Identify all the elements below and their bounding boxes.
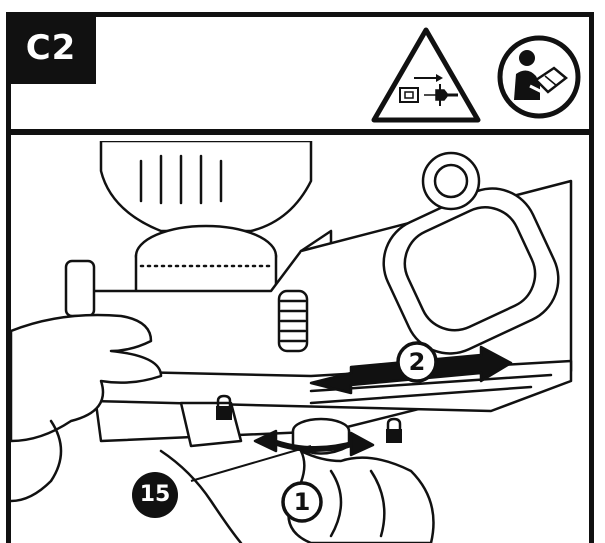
lock-icons [216, 394, 402, 443]
planer-adjustment-illustration [11, 141, 573, 543]
callout-15-label: 15 [139, 482, 171, 507]
panel-header [6, 12, 594, 135]
callout-2-marker [396, 341, 438, 383]
unplug-warning-icon [371, 27, 481, 123]
lock-icon [216, 394, 232, 420]
callout-15-marker [132, 472, 178, 518]
read-manual-icon [497, 35, 581, 119]
planer-handle [99, 141, 313, 233]
callout-2-label: 2 [408, 348, 426, 376]
rotate-arrow [268, 438, 359, 452]
callout-1-label: 1 [293, 488, 311, 516]
callout-1-marker [281, 481, 323, 523]
unlock-icon [386, 417, 402, 443]
left-hand [11, 313, 163, 443]
step-label: C2 [6, 12, 96, 84]
